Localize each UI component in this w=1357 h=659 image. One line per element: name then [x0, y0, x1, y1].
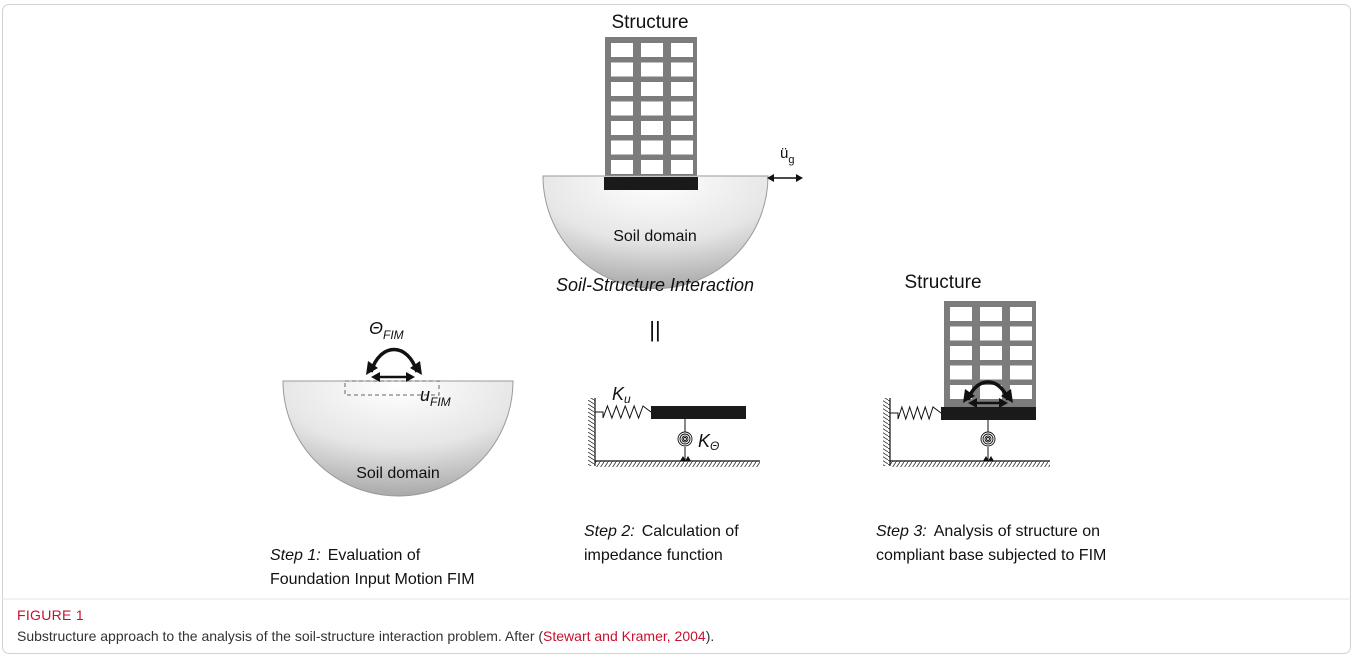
window — [671, 140, 693, 155]
step1-caption-line2: Foundation Input Motion FIM — [270, 571, 475, 588]
window — [1010, 307, 1032, 321]
window — [980, 385, 1002, 399]
step1-foundation-outline — [344, 380, 440, 396]
window — [1010, 326, 1032, 341]
window — [1010, 365, 1032, 380]
step3-diagram: Structure Step 3:Analysis of structure o… — [876, 272, 1106, 564]
window — [671, 43, 693, 57]
step3-caption-line1: Step 3:Analysis of structure on — [876, 523, 1100, 540]
step1-soil-domain — [282, 380, 514, 497]
step2-caption-line2: impedance function — [584, 547, 723, 564]
window — [1010, 385, 1032, 399]
top-structure-label: Structure — [611, 12, 688, 33]
step2-wall — [588, 398, 595, 466]
step2-rotational-spring — [677, 431, 693, 447]
window — [980, 326, 1002, 341]
figure-caption: Substructure approach to the analysis of… — [17, 628, 714, 644]
step2-horizontal-spring — [595, 404, 652, 420]
window — [611, 82, 633, 96]
ground-acceleration-arrow — [767, 174, 803, 182]
ground-acceleration-label: üg — [780, 145, 794, 166]
window — [980, 346, 1002, 360]
ssi-title: Soil-Structure Interaction — [556, 275, 754, 295]
step2-ground — [595, 461, 760, 467]
window — [950, 307, 972, 321]
top-diagram: Structure Soil domain üg Soil-Structure … — [542, 12, 803, 342]
step3-translation-arrow — [968, 398, 1008, 408]
window — [980, 365, 1002, 380]
translation-arrow — [371, 372, 415, 382]
window — [611, 160, 633, 174]
window — [641, 82, 663, 96]
step3-horizontal-spring — [890, 405, 942, 421]
step3-wall — [883, 398, 890, 466]
window — [641, 160, 663, 174]
citation-link[interactable]: Stewart and Kramer, 2004 — [543, 628, 706, 644]
window — [950, 346, 972, 360]
k-u-label: Ku — [612, 384, 631, 406]
window — [671, 160, 693, 174]
window — [671, 82, 693, 96]
window — [611, 62, 633, 77]
step1-diagram: ΘFIM uFIM Soil domain Step 1:Evaluation … — [270, 318, 514, 588]
window — [641, 43, 663, 57]
window — [641, 101, 663, 116]
top-soil-domain — [542, 175, 769, 289]
step3-building — [944, 301, 1036, 407]
step3-rotation-arrow — [963, 380, 1013, 403]
k-theta-label: KΘ — [698, 431, 719, 453]
window — [671, 101, 693, 116]
step3-rotational-spring — [980, 431, 996, 447]
top-soil-label: Soil domain — [613, 228, 697, 245]
top-building — [604, 37, 698, 190]
window — [950, 365, 972, 380]
equals-sign: || — [649, 317, 660, 342]
window — [641, 121, 663, 135]
figure-label: FIGURE 1 — [17, 607, 84, 623]
window — [611, 140, 633, 155]
step1-caption-line1: Step 1:Evaluation of — [270, 547, 421, 564]
u-fim-label: uFIM — [420, 385, 451, 409]
rotation-arrow — [366, 347, 422, 375]
window — [1010, 346, 1032, 360]
window — [641, 62, 663, 77]
window — [671, 62, 693, 77]
step3-foundation — [941, 407, 1036, 420]
step3-caption-line2: compliant base subjected to FIM — [876, 547, 1106, 564]
window — [671, 121, 693, 135]
step3-ground — [890, 461, 1050, 467]
window — [950, 326, 972, 341]
window — [611, 101, 633, 116]
step3-structure-label: Structure — [904, 272, 981, 293]
theta-fim-label: ΘFIM — [369, 318, 404, 342]
window — [611, 43, 633, 57]
window — [611, 121, 633, 135]
step2-diagram: Ku KΘ Step 2:Calculation of impedance fu… — [584, 384, 760, 564]
window — [980, 307, 1002, 321]
step2-caption-line1: Step 2:Calculation of — [584, 523, 739, 540]
window — [641, 140, 663, 155]
step1-soil-label: Soil domain — [356, 465, 440, 482]
step2-foundation — [651, 406, 746, 419]
